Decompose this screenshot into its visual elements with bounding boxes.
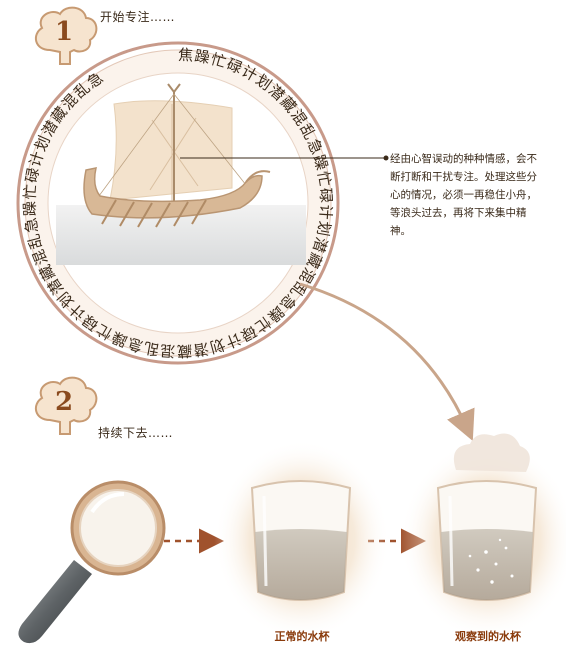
callout-note: 经由心智误动的种种情感，会不断打断和干扰专注。处理这些分心的情况，必须一再稳住小… [390, 153, 537, 237]
step-2-label: 持续下去…… [98, 426, 174, 440]
normal-glass [214, 440, 390, 640]
normal-glass-caption: 正常的水杯 [274, 630, 330, 643]
callout-line [180, 155, 389, 161]
boat-illustration [56, 83, 306, 265]
steam-cloud [453, 433, 530, 472]
step-1-badge: 1 [34, 6, 98, 65]
step-1-label: 开始专注…… [100, 10, 176, 24]
step-1-number: 1 [55, 17, 73, 47]
curved-arrow [299, 282, 475, 441]
step-2-number: 2 [55, 387, 73, 417]
observed-glass-caption: 观察到的水杯 [455, 630, 521, 643]
sparkles-icon [468, 538, 514, 584]
observed-glass [400, 433, 566, 640]
step-2-badge: 2 [34, 376, 98, 435]
magnifying-glass-icon [18, 480, 166, 644]
